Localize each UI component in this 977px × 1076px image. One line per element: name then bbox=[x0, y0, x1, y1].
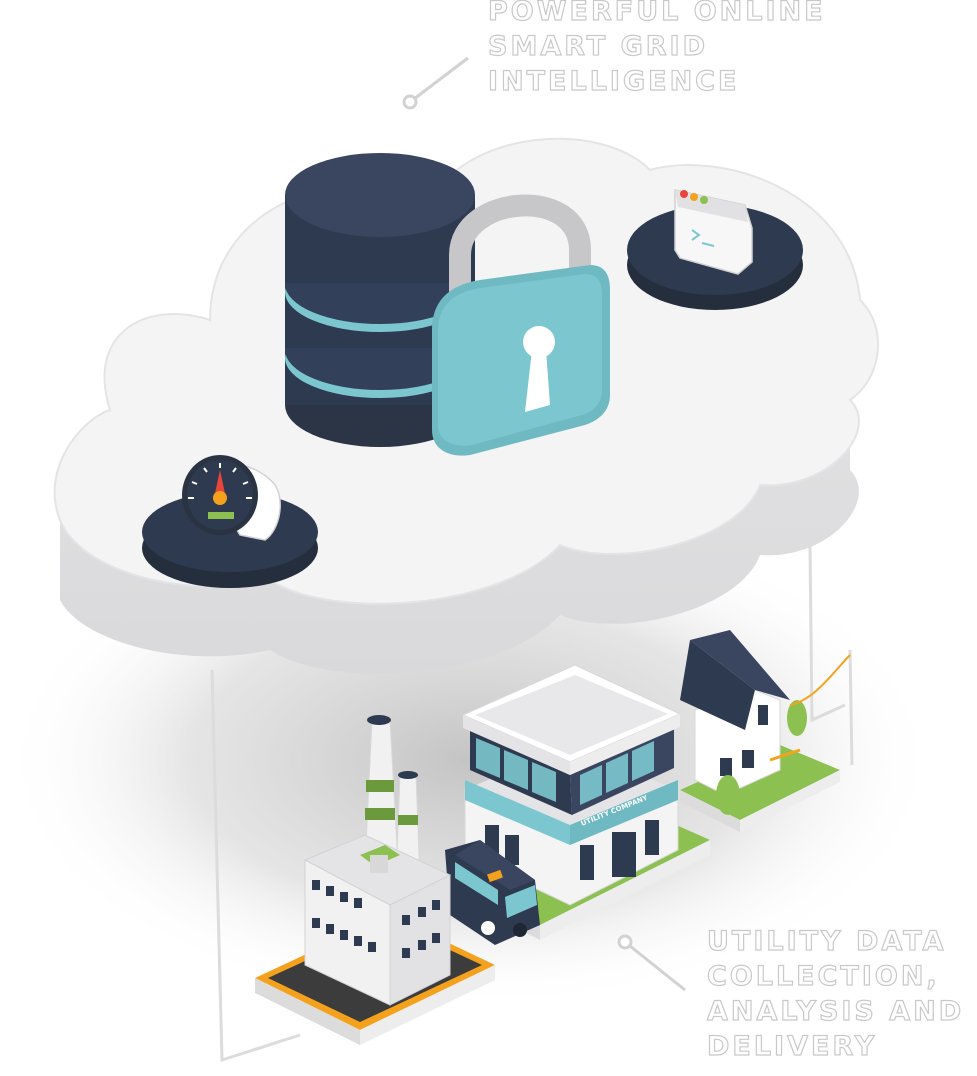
house-icon bbox=[680, 630, 851, 815]
factory-icon bbox=[303, 715, 452, 1006]
caption-top-line: POWERFUL ONLINE bbox=[487, 0, 826, 28]
caption-utility-data-collection: UTILITY DATA COLLECTION, ANALYSIS AND DE… bbox=[706, 924, 965, 1064]
caption-smart-grid-intelligence: POWERFUL ONLINE SMART GRID INTELLIGENCE bbox=[487, 0, 826, 99]
caption-bottom-line: DELIVERY bbox=[706, 1030, 878, 1062]
padlock-icon bbox=[432, 194, 610, 456]
delivery-van-icon bbox=[445, 840, 540, 945]
office-building-icon: UTILITY COMPANY bbox=[461, 664, 682, 906]
caption-pointer-top bbox=[402, 56, 469, 110]
caption-top-line: SMART GRID bbox=[487, 30, 709, 62]
terminal-window-icon bbox=[627, 189, 803, 310]
caption-pointer-bottom bbox=[617, 934, 686, 992]
gauge-meter-icon bbox=[142, 455, 318, 588]
caption-top-line: INTELLIGENCE bbox=[487, 65, 740, 97]
caption-bottom-line: COLLECTION, bbox=[706, 960, 940, 992]
caption-bottom-line: ANALYSIS AND bbox=[706, 995, 965, 1027]
caption-bottom-line: UTILITY DATA bbox=[706, 925, 947, 957]
